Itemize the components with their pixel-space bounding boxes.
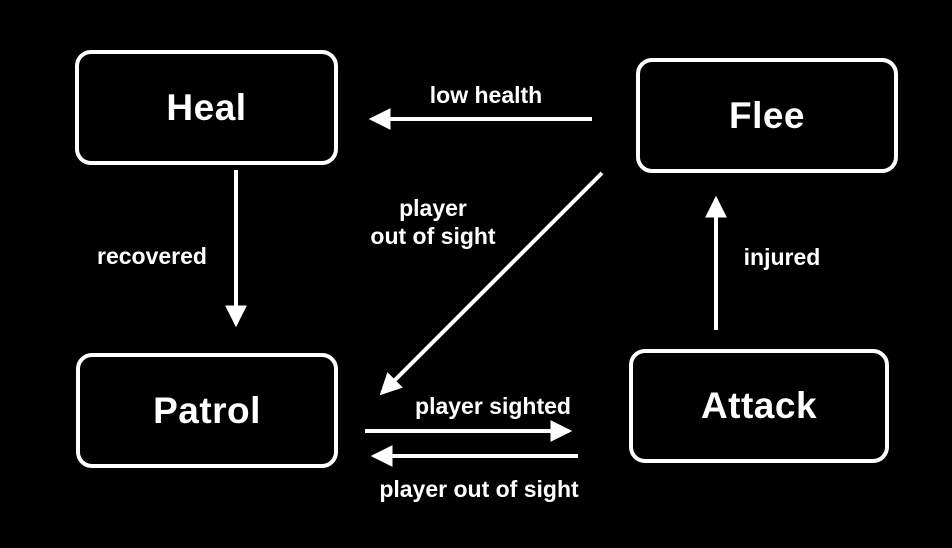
transition-label-recovered: recovered — [97, 243, 207, 269]
transition-label-injured: injured — [743, 244, 821, 270]
transition-label-player-out-of-sight-flee: player out of sight — [370, 195, 496, 249]
state-flee: Flee — [636, 58, 898, 173]
state-attack: Attack — [629, 349, 889, 463]
state-patrol: Patrol — [76, 353, 338, 468]
transition-label-player-sighted: player sighted — [415, 393, 571, 419]
transition-label-player-out-of-sight-attack: player out of sight — [379, 476, 579, 502]
transition-label-low-health: low health — [429, 82, 543, 108]
state-heal: Heal — [75, 50, 338, 165]
arrow-flee-to-patrol — [379, 171, 604, 396]
